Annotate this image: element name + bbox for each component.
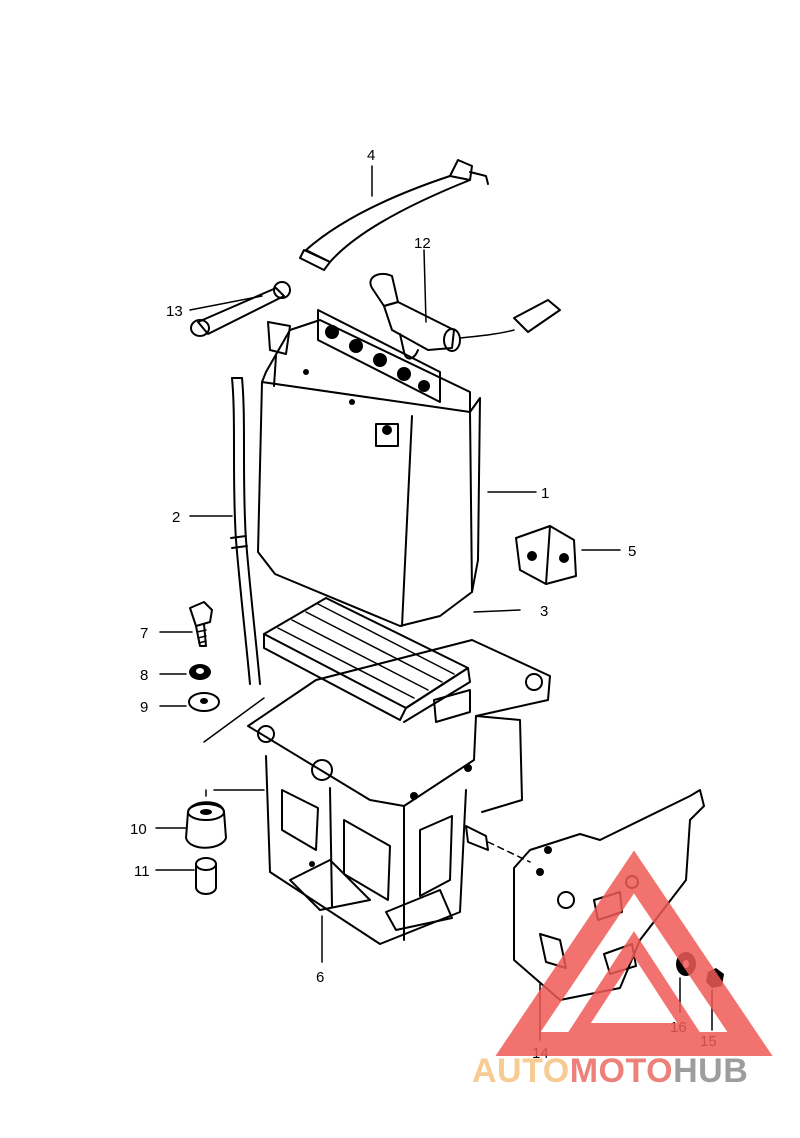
collar	[195, 857, 217, 895]
callout-1: 1	[541, 485, 549, 502]
callout-2: 2	[172, 509, 180, 526]
callout-5: 5	[628, 543, 636, 560]
lock-washer	[189, 664, 211, 680]
watermark-logo-triangle	[495, 850, 773, 1056]
callout-7: 7	[140, 625, 148, 642]
callout-4: 4	[367, 147, 375, 164]
mounting-plate	[465, 789, 705, 1001]
watermark-auto: AUTO	[472, 1052, 570, 1090]
rubber-cushion	[185, 789, 227, 849]
callout-13: 13	[166, 303, 183, 320]
leader-lines	[155, 165, 713, 1041]
bracket	[515, 525, 577, 585]
callout-6: 6	[316, 969, 324, 986]
callout-11: 11	[134, 863, 150, 880]
breather-tube	[230, 377, 261, 685]
callout-12: 12	[414, 235, 431, 252]
callout-3: 3	[540, 603, 548, 620]
battery-pad	[263, 597, 471, 723]
automotohub-watermark: AUTOMOTOHUB	[472, 850, 773, 1090]
negative-lead	[190, 281, 291, 337]
positive-lead	[369, 272, 561, 360]
battery-case	[203, 639, 551, 945]
battery-band	[299, 159, 489, 271]
svg-text:AUTOMOTOHUB: AUTOMOTOHUB	[472, 1052, 748, 1090]
callout-8: 8	[140, 667, 148, 684]
battery	[257, 309, 481, 627]
callout-10: 10	[130, 821, 147, 838]
washer	[188, 692, 220, 712]
callout-9: 9	[140, 699, 148, 716]
bolt	[189, 601, 213, 647]
watermark-hub: HUB	[673, 1052, 748, 1090]
watermark-moto: MOTO	[570, 1052, 673, 1090]
